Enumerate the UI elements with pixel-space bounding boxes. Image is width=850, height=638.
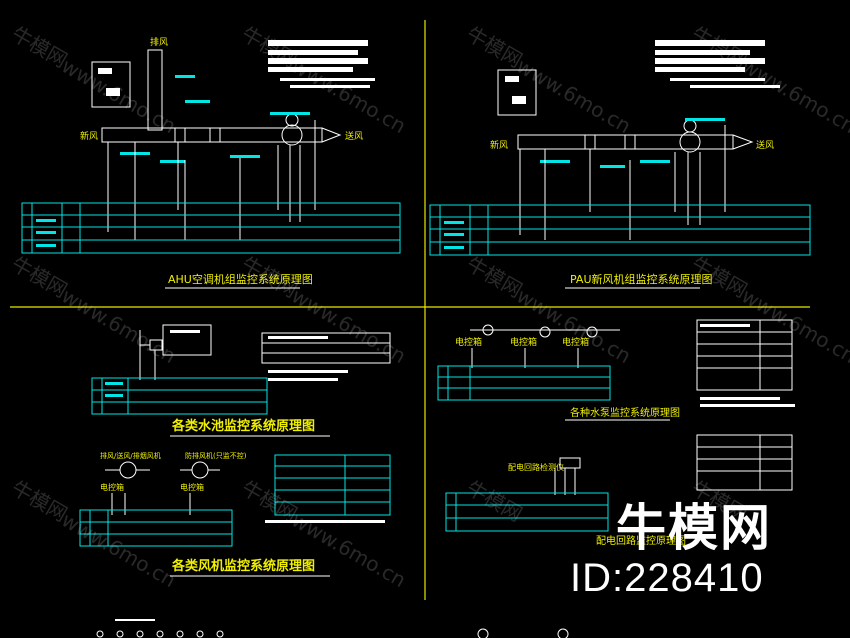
brand-logo-text: 牛模网 bbox=[616, 500, 772, 556]
svg-text:www.6mo.cn: www.6mo.cn bbox=[288, 284, 411, 369]
io-table bbox=[437, 365, 611, 401]
pump-label-1: 电控箱 bbox=[455, 336, 482, 348]
pump-label-2: 电控箱 bbox=[510, 336, 537, 348]
legend-box bbox=[497, 69, 537, 116]
pump-label-3: 电控箱 bbox=[562, 336, 589, 348]
panel-pau: 新风 送风 PAU新风机组监控系统原理图 bbox=[429, 40, 811, 289]
panel-title-ahu: AHU空调机组监控系统原理图 bbox=[168, 272, 313, 286]
panel-title-pumps: 各种水泵监控系统原理图 bbox=[570, 406, 680, 419]
svg-text:www.6mo.cn: www.6mo.cn bbox=[58, 284, 181, 369]
bottom-symbols bbox=[96, 619, 569, 638]
panel-title-pau: PAU新风机组监控系统原理图 bbox=[570, 272, 713, 286]
io-table bbox=[429, 204, 811, 256]
document-id: ID:228410 bbox=[570, 556, 764, 600]
air-out-label: 送风 bbox=[756, 139, 774, 151]
io-table bbox=[21, 202, 401, 254]
info-table bbox=[274, 454, 391, 516]
svg-text:www.6mo.cn: www.6mo.cn bbox=[738, 54, 850, 139]
air-out-label: 送风 bbox=[345, 130, 363, 142]
svg-text:牛模网: 牛模网 bbox=[463, 22, 527, 73]
io-table bbox=[445, 492, 609, 532]
svg-text:www.6mo.cn: www.6mo.cn bbox=[738, 284, 850, 369]
exhaust-duct bbox=[147, 49, 163, 131]
svg-text:www.6mo.cn: www.6mo.cn bbox=[288, 54, 411, 139]
tank-box bbox=[162, 324, 212, 356]
io-table bbox=[79, 509, 233, 547]
panel-fans: 排风/送风/排烟风机 防排风机(只监不控) 电控箱 电控箱 各类风机监控系统原理… bbox=[79, 451, 391, 577]
io-table bbox=[91, 377, 268, 415]
control-box-1: 电控箱 bbox=[100, 482, 124, 492]
svg-text:牛模网: 牛模网 bbox=[8, 476, 72, 527]
svg-text:牛模网: 牛模网 bbox=[463, 476, 527, 527]
svg-text:牛模网: 牛模网 bbox=[8, 22, 72, 73]
top-label: 排风 bbox=[150, 36, 168, 48]
control-box-2: 电控箱 bbox=[180, 482, 204, 492]
panel-title-water-tank: 各类水池监控系统原理图 bbox=[171, 418, 315, 434]
svg-text:www.6mo.cn: www.6mo.cn bbox=[58, 508, 181, 593]
svg-text:牛模网: 牛模网 bbox=[688, 22, 752, 73]
meter-label: 配电回路检测仪 bbox=[508, 462, 564, 472]
air-in-label: 新风 bbox=[80, 130, 98, 142]
info-table bbox=[696, 319, 793, 391]
panel-title-fans: 各类风机监控系统原理图 bbox=[171, 558, 315, 574]
fan-icon bbox=[191, 461, 209, 479]
panel-water-tank: 各类水池监控系统原理图 bbox=[91, 324, 391, 437]
svg-text:牛模网: 牛模网 bbox=[8, 252, 72, 303]
svg-text:www.6mo.cn: www.6mo.cn bbox=[513, 284, 636, 369]
legend-box bbox=[91, 61, 131, 108]
svg-text:牛模网: 牛模网 bbox=[238, 476, 302, 527]
svg-text:牛模网: 牛模网 bbox=[688, 252, 752, 303]
air-in-label: 新风 bbox=[490, 139, 508, 151]
panel-pumps: 电控箱 电控箱 电控箱 各种水泵监控系统原理图 bbox=[437, 319, 795, 421]
panel-title-power: 配电回路监控原理图 bbox=[596, 534, 686, 547]
panel-ahu: 排风 新风 送风 bbox=[21, 36, 401, 289]
fan-label-1: 排风/送风/排烟风机 bbox=[100, 451, 161, 460]
svg-text:www.6mo.cn: www.6mo.cn bbox=[513, 54, 636, 139]
svg-text:牛模网: 牛模网 bbox=[238, 22, 302, 73]
main-duct bbox=[101, 127, 323, 143]
info-table bbox=[696, 434, 793, 491]
panel-power: 配电回路检测仪 配电回路监控原理图 bbox=[445, 434, 793, 547]
svg-text:牛模网: 牛模网 bbox=[238, 252, 302, 303]
svg-text:牛模网: 牛模网 bbox=[463, 252, 527, 303]
fan-icon bbox=[119, 461, 137, 479]
fan-label-2: 防排风机(只监不控) bbox=[185, 451, 247, 460]
info-table bbox=[261, 332, 391, 364]
